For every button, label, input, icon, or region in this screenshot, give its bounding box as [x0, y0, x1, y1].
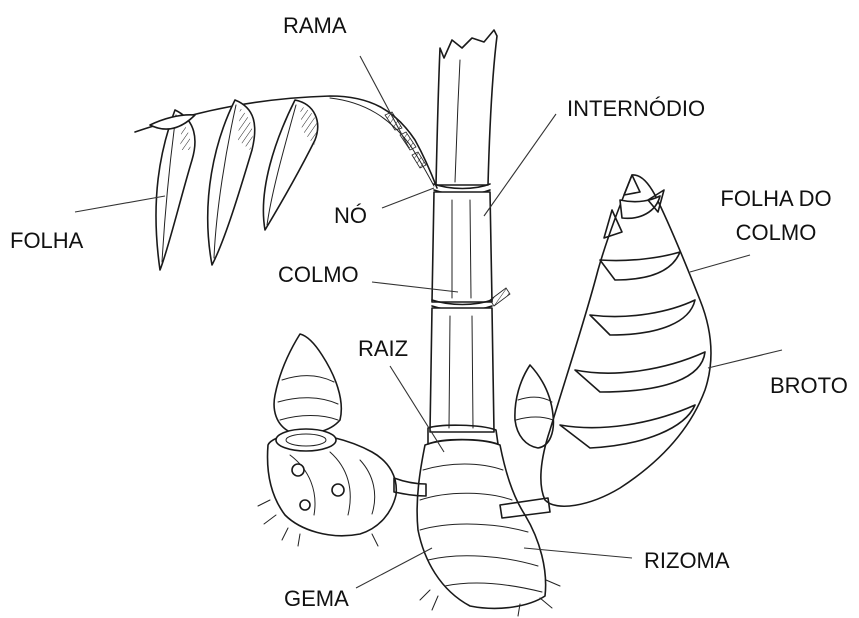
- label-folha-do-colmo-line2: COLMO: [718, 220, 834, 246]
- label-internodio: INTERNÓDIO: [567, 96, 705, 122]
- label-folha: FOLHA: [10, 228, 83, 254]
- leader-internodio: [484, 114, 556, 216]
- left-rhizome: [258, 334, 426, 546]
- leader-no: [382, 188, 434, 208]
- label-rizoma: RIZOMA: [644, 548, 730, 574]
- branch-with-leaves: [135, 96, 437, 270]
- leader-gema: [356, 548, 432, 588]
- label-gema: GEMA: [284, 586, 349, 612]
- culm: [430, 30, 510, 432]
- label-broto: BROTO: [770, 373, 848, 399]
- label-rama: RAMA: [283, 13, 347, 39]
- label-raiz: RAIZ: [358, 336, 408, 362]
- label-no: NÓ: [334, 203, 367, 229]
- leader-folha-do-colmo: [690, 255, 750, 272]
- leader-folha: [75, 196, 165, 212]
- rhizome-base: [417, 425, 560, 616]
- leader-rizoma: [524, 548, 632, 558]
- large-shoot: [500, 175, 711, 518]
- label-folha-do-colmo-line1: FOLHA DO: [718, 186, 834, 212]
- label-colmo: COLMO: [278, 262, 359, 288]
- leader-broto: [708, 350, 782, 368]
